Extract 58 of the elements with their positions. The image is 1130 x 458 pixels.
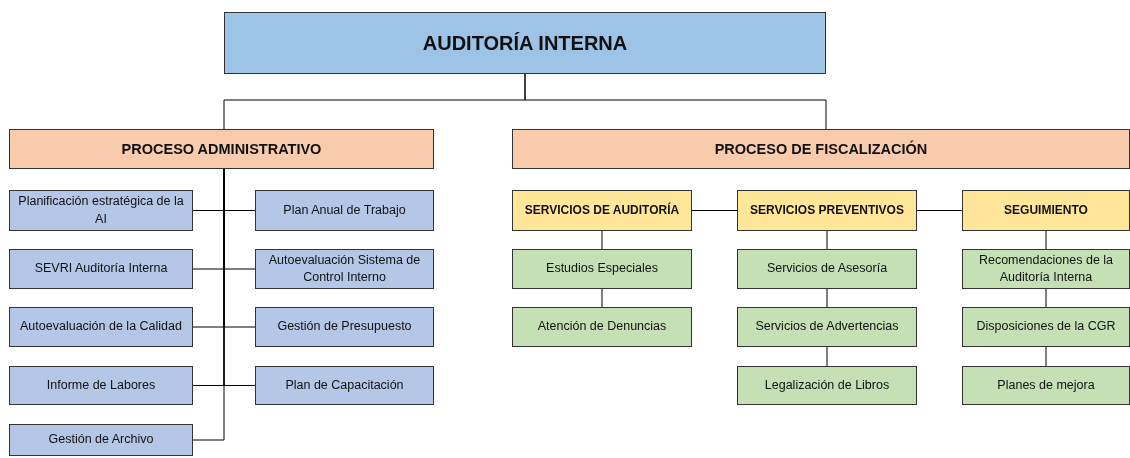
box-label: PROCESO DE FISCALIZACIÓN bbox=[714, 139, 928, 159]
service-box bbox=[512, 307, 692, 347]
connector-line bbox=[1045, 346, 1047, 367]
box-label: Planificación estratégica de la AI bbox=[17, 193, 185, 228]
box-label: SERVICIOS PREVENTIVOS bbox=[750, 202, 904, 219]
service-box bbox=[737, 249, 917, 289]
box-label: Autoevaluación Sistema de Control Interno bbox=[267, 251, 422, 286]
box-label: Gestión de Presupuesto bbox=[277, 318, 412, 336]
box-label: Atención de Denuncias bbox=[537, 318, 667, 336]
title-box bbox=[224, 12, 826, 74]
connector-line bbox=[691, 210, 738, 211]
box-label: Planes de mejora bbox=[997, 376, 1095, 394]
service-box bbox=[737, 307, 917, 347]
box-label: Informe de Labores bbox=[46, 376, 156, 394]
service-box bbox=[962, 249, 1130, 289]
connector-line bbox=[601, 288, 603, 308]
connector-line bbox=[1045, 288, 1047, 308]
box-label: Plan de Capacitación bbox=[285, 376, 404, 394]
service-box bbox=[962, 307, 1130, 347]
connector-line bbox=[826, 288, 828, 308]
box-label: Estudios Especiales bbox=[546, 260, 658, 278]
box-label: Disposiciones de la CGR bbox=[976, 318, 1116, 336]
activity-box bbox=[255, 307, 434, 347]
connector-line bbox=[826, 230, 828, 250]
service-header bbox=[512, 190, 692, 231]
box-label: Plan Anual de Trabajo bbox=[283, 201, 406, 219]
box-label: Recomendaciones de la Auditoría Interna bbox=[977, 251, 1115, 286]
activity-box bbox=[9, 307, 193, 347]
activity-box bbox=[9, 249, 193, 289]
activity-box bbox=[255, 249, 434, 289]
service-box bbox=[962, 366, 1130, 405]
service-box bbox=[512, 249, 692, 289]
box-label: Servicios de Advertencias bbox=[755, 318, 899, 336]
connector-line bbox=[916, 210, 963, 211]
activity-box bbox=[255, 366, 434, 405]
activity-box bbox=[9, 424, 193, 456]
service-header bbox=[962, 190, 1130, 231]
box-label: SEGUIMIENTO bbox=[1004, 202, 1088, 219]
connector-line bbox=[601, 230, 603, 250]
box-label: Gestión de Archivo bbox=[48, 431, 154, 449]
activity-box bbox=[9, 366, 193, 405]
box-label: Servicios de Asesoría bbox=[766, 260, 888, 278]
box-label: SEVRI Auditoría Interna bbox=[34, 260, 168, 278]
box-label: Legalización de Libros bbox=[764, 376, 890, 394]
connector-line bbox=[192, 168, 225, 441]
box-label: Autoevaluación de la Calidad bbox=[20, 318, 182, 336]
activity-box bbox=[9, 190, 193, 231]
activity-box bbox=[255, 190, 434, 231]
box-label: PROCESO ADMINISTRATIVO bbox=[121, 139, 322, 159]
service-box bbox=[737, 366, 917, 405]
box-label: SERVICIOS DE AUDITORÍA bbox=[524, 202, 680, 219]
box-label: AUDITORÍA INTERNA bbox=[422, 31, 628, 56]
connector-line bbox=[524, 73, 827, 130]
process-header bbox=[9, 129, 434, 169]
connector-line bbox=[1045, 230, 1047, 250]
service-header bbox=[737, 190, 917, 231]
process-header bbox=[512, 129, 1130, 169]
connector-line bbox=[826, 346, 828, 367]
